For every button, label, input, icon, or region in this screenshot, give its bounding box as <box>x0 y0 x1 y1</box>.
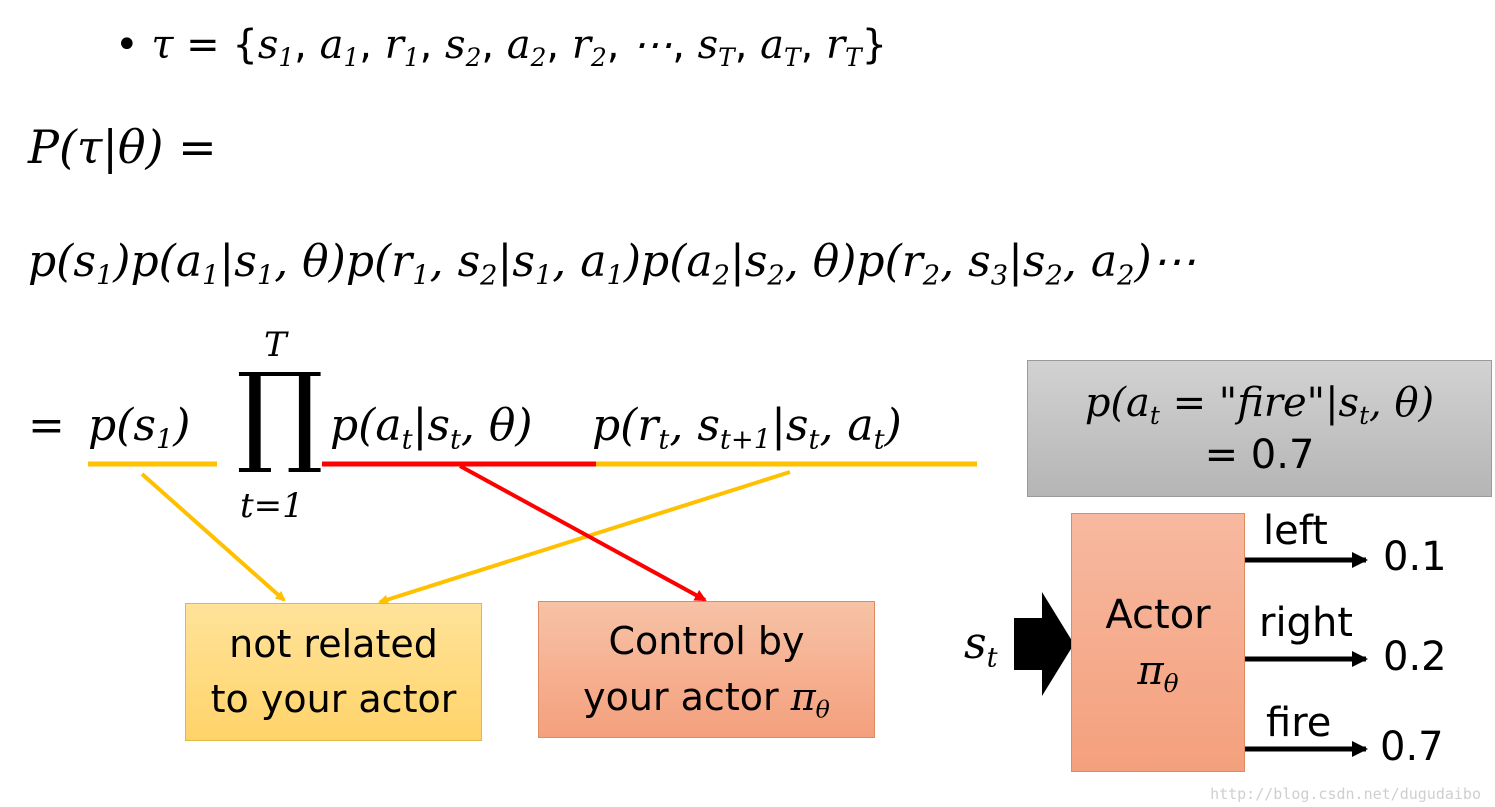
env-term-sub4: t <box>873 424 885 456</box>
policy-term-b: |s <box>412 400 450 451</box>
actor-policy: πθ <box>1137 643 1178 699</box>
example-a: p(a <box>1084 379 1150 426</box>
control-line2: your actor πθ <box>583 670 830 725</box>
trajectory-element: r2 <box>571 22 607 72</box>
control-line2-text: your actor <box>583 674 791 719</box>
env-term-c: |s <box>771 400 809 451</box>
initial-term-close: ) <box>173 400 191 451</box>
actor-pi: π <box>1137 647 1164 694</box>
action-label-right: right <box>1259 600 1353 646</box>
action-prob-right: 0.2 <box>1383 634 1447 680</box>
actor-theta: θ <box>1163 668 1179 698</box>
probability-expansion: p(s1)p(a1|s1, θ)p(r1, s2|s1, a1)p(a2|s2,… <box>28 236 1196 292</box>
example-sub: t <box>1149 400 1160 430</box>
action-label-left: left <box>1263 508 1328 554</box>
action-prob-fire: 0.7 <box>1380 724 1444 770</box>
example-line2: = 0.7 <box>1204 431 1315 478</box>
expansion-term: p(r2, s3|s2, a2) <box>856 236 1152 292</box>
initial-to-unrelated-arrow <box>140 472 286 602</box>
trajectory-element: s2 <box>445 22 482 72</box>
trajectory-element: s1 <box>257 22 295 72</box>
input-state-label: st <box>964 618 998 672</box>
policy-term-a: p(a <box>330 400 402 451</box>
expansion-term: p(a1|s1, θ) <box>130 236 346 292</box>
action-label-fire: fire <box>1266 700 1332 746</box>
policy-to-control-arrow <box>459 464 707 602</box>
trajectory-definition: • τ = {s1, a1, r1, s2, a2, r2, ⋯, sT, aT… <box>115 22 888 72</box>
trajectory-element: a1 <box>319 22 360 72</box>
trajectory-element: aT <box>760 22 801 72</box>
initial-state-term: p(s1) <box>88 400 191 454</box>
bullet: • <box>115 22 139 68</box>
actor-title: Actor <box>1105 591 1211 638</box>
env-term-a: p(r <box>592 400 659 451</box>
input-sub: t <box>986 642 998 674</box>
trajectory-element: a2 <box>506 22 547 72</box>
fire-probability-example: p(at = "fire"|st, θ) = 0.7 <box>1027 360 1492 497</box>
input-arrow <box>1014 592 1074 696</box>
policy-term: p(at|st, θ) <box>330 400 533 454</box>
env-term-close: ) <box>884 400 902 451</box>
trajectory-element: sT <box>697 22 735 72</box>
policy-term-close: , θ) <box>460 400 533 451</box>
env-to-unrelated-arrow <box>378 470 791 605</box>
example-c: , θ) <box>1369 379 1435 426</box>
control-theta: θ <box>815 695 830 724</box>
expansion-term: p(a2|s2, θ) <box>641 236 857 292</box>
trajectory-element: ⋯ <box>632 22 673 68</box>
product-formula: = <box>28 400 65 451</box>
product-symbol: ∏ <box>236 349 324 477</box>
example-line1: p(at = "fire"|st, θ) <box>1085 377 1434 429</box>
expansion-term: p(s1) <box>28 236 131 292</box>
environment-term: p(rt, st+1|st, at) <box>592 400 902 454</box>
control-line1: Control by <box>608 619 805 664</box>
env-term-d: , a <box>819 400 874 451</box>
trajectory-probability-title: P(τ|θ) = <box>28 120 217 174</box>
tau-symbol: τ <box>151 22 174 68</box>
initial-term-text: p(s <box>88 400 156 451</box>
input-s: s <box>964 618 987 669</box>
close-brace: } <box>861 22 888 68</box>
trajectory-sequence: s1, a1, r1, s2, a2, r2, ⋯, sT, aT, rT <box>257 22 862 72</box>
not-related-line2: to your actor <box>210 677 457 721</box>
product-lower-limit: t=1 <box>240 486 304 526</box>
policy-term-sub: t <box>401 424 413 456</box>
env-term-sub2: t+1 <box>719 424 772 456</box>
env-term-sub3: t <box>808 424 820 456</box>
not-related-line1: not related <box>229 621 438 666</box>
env-term-sub1: t <box>658 424 670 456</box>
trajectory-element: rT <box>826 22 862 72</box>
expansion-terms: p(s1)p(a1|s1, θ)p(r1, s2|s1, a1)p(a2|s2,… <box>28 236 1152 292</box>
env-term-b: , s <box>669 400 720 451</box>
expansion-ellipsis: ⋯ <box>1151 236 1196 287</box>
product-equals: = <box>28 400 65 451</box>
open-brace: { <box>232 22 258 68</box>
watermark: http://blog.csdn.net/dugudaibo <box>1210 785 1481 803</box>
action-prob-left: 0.1 <box>1383 534 1447 580</box>
product-upper-limit: T <box>264 325 287 365</box>
equals-sign: = <box>173 22 233 68</box>
expansion-term: p(r1, s2|s1, a1) <box>345 236 642 292</box>
control-pi: π <box>790 674 816 719</box>
actor-box: Actor πθ <box>1071 513 1245 772</box>
example-b: = "fire"|s <box>1159 379 1360 426</box>
policy-term-sub2: t <box>449 424 461 456</box>
example-sub2: t <box>1359 400 1370 430</box>
not-related-box: not related to your actor <box>185 603 482 741</box>
trajectory-element: r1 <box>384 22 420 72</box>
control-by-actor-box: Control by your actor πθ <box>538 601 875 738</box>
initial-term-sub: 1 <box>155 424 174 456</box>
